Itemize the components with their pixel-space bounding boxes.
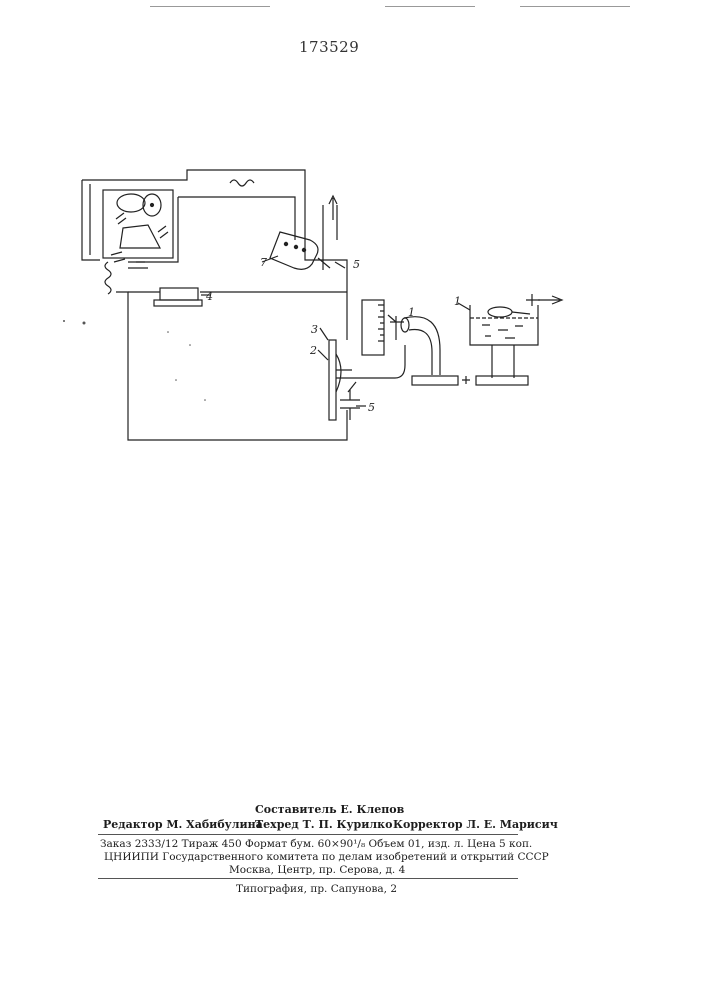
block-4 <box>160 288 198 300</box>
label-5-bottom: 5 <box>368 401 375 414</box>
editor-line: Редактор М. Хабибулина <box>103 818 263 831</box>
corrector-line: Корректор Л. Е. Марисич <box>393 818 558 831</box>
wire-box-right <box>136 197 178 262</box>
printer-line: Типография, пр. Сапунова, 2 <box>236 883 397 895</box>
scale-instrument <box>362 300 384 355</box>
spring <box>105 262 111 294</box>
tank-stand <box>492 345 514 378</box>
wire-top-outer <box>82 180 100 260</box>
colophon-rule-1 <box>98 834 518 835</box>
compiler-line: Составитель Е. Клепов <box>255 803 404 816</box>
institute-line: ЦНИИПИ Государственного комитета по дела… <box>104 851 549 863</box>
electrode-2 <box>336 354 341 392</box>
order-line: Заказ 2333/12 Тираж 450 Формат бум. 60×9… <box>100 838 532 850</box>
capacitor-5 <box>340 390 360 420</box>
address-line: Москва, Центр, пр. Серова, д. 4 <box>229 864 405 876</box>
arrow-up <box>329 196 337 220</box>
label-1-probe: 1 <box>408 306 415 319</box>
wire-mid <box>178 197 295 240</box>
label-5-top: 5 <box>353 258 360 271</box>
label-7: 7 <box>260 256 267 269</box>
cylinder-7 <box>270 232 318 269</box>
label-2: 2 <box>309 344 317 357</box>
relay-arm <box>120 225 160 248</box>
tank <box>470 305 538 345</box>
label-1-tank: 1 <box>454 295 461 308</box>
schematic-diagram: 7 4 5 3 2 5 1 1 <box>0 0 707 470</box>
colophon-rule-2 <box>98 878 518 879</box>
stand-left <box>412 376 458 385</box>
motor <box>117 194 145 212</box>
contact-1 <box>111 252 148 268</box>
fuse <box>230 180 254 186</box>
plate-3 <box>329 340 336 420</box>
wire-right-riser <box>314 260 347 340</box>
wire-lower-loop <box>116 292 347 440</box>
inlet-arrow <box>538 296 562 304</box>
label-4: 4 <box>205 290 213 303</box>
wire-top <box>82 170 314 260</box>
techred-line: Техред Т. П. Курилко <box>255 818 392 831</box>
label-3: 3 <box>311 323 318 336</box>
